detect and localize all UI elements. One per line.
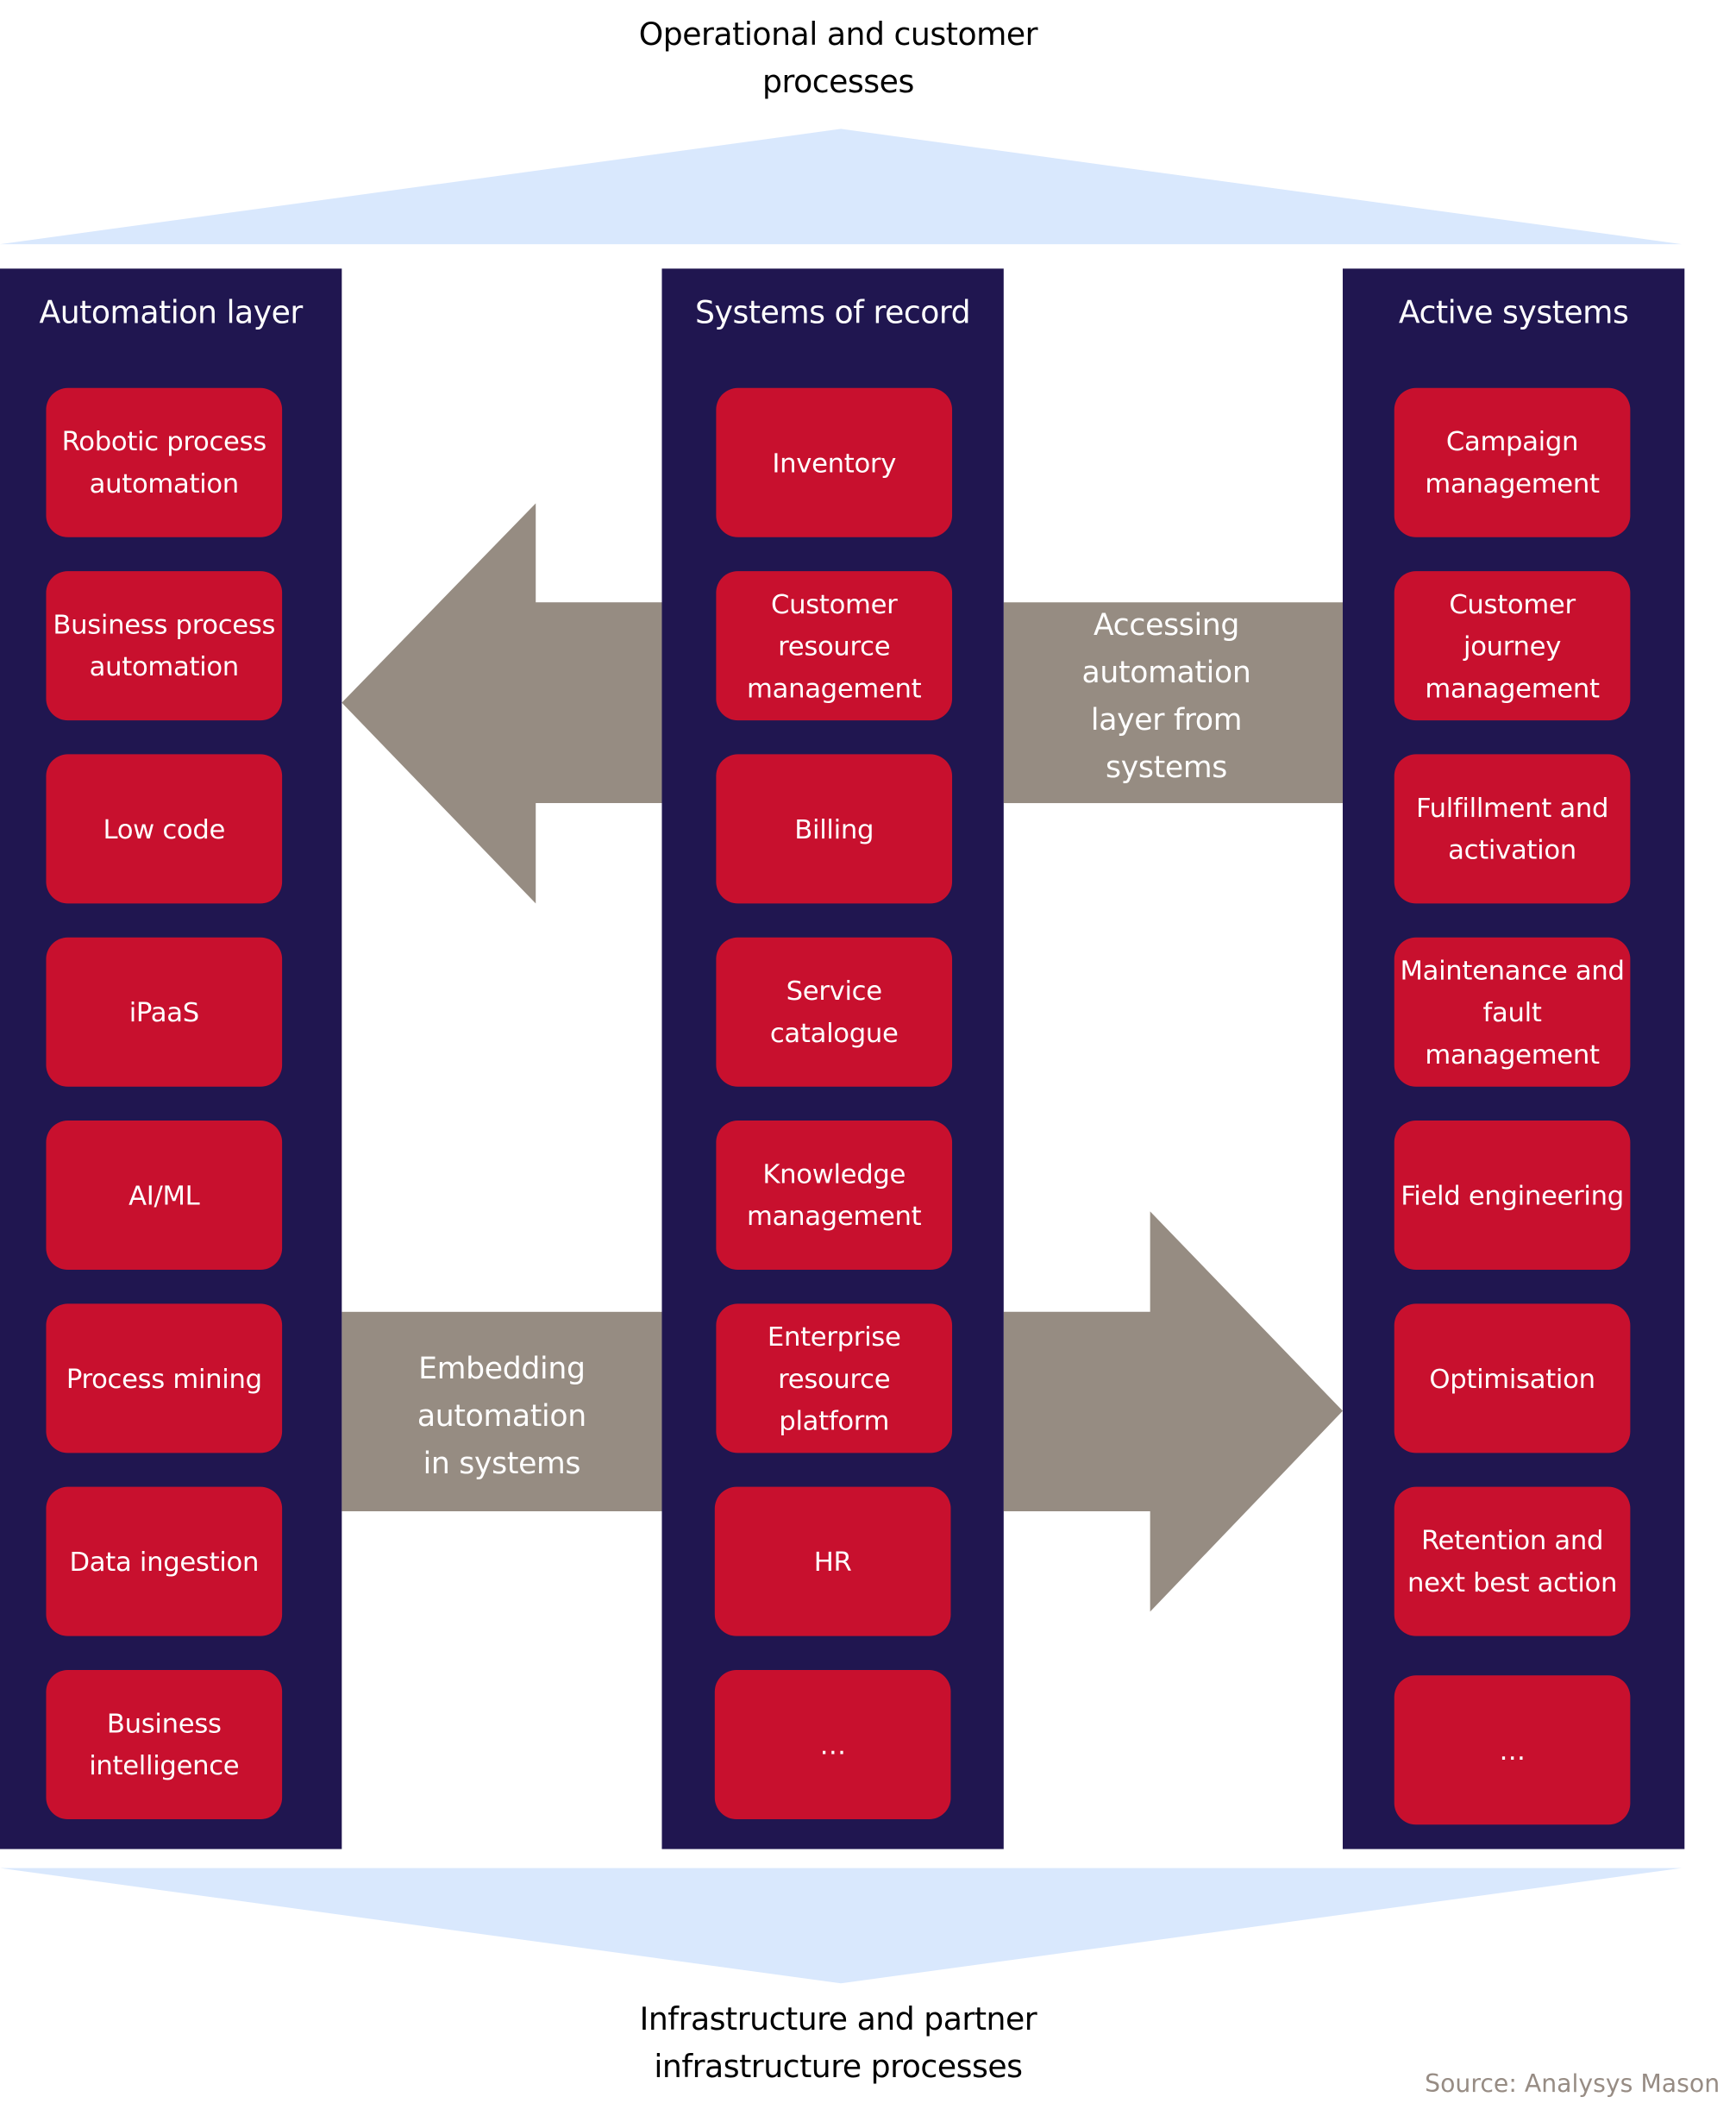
box-process-mining: Process mining <box>46 1303 283 1453</box>
bottom-label-line: Infrastructure and partner <box>639 2002 1037 2038</box>
top-label-line: processes <box>761 65 914 101</box>
column-title: Systems of record <box>695 295 971 331</box>
arrow-right-head <box>1003 1211 1343 1612</box>
box-service-catalogue: Service catalogue <box>716 937 953 1087</box>
box-retention-and-next-best-action: Retention and next best action <box>1394 1486 1631 1636</box>
box-field-engineering: Field engineering <box>1394 1121 1631 1271</box>
box-ipaas: iPaaS <box>46 937 283 1087</box>
arrow-label-line: layer from <box>1090 704 1243 738</box>
box-fulfillment-and-activation: Fulfillment and activation <box>1394 754 1631 904</box>
box-maintenance-and-fault-management: Maintenance and fault management <box>1394 937 1631 1087</box>
arrow-left-head <box>342 503 662 904</box>
source-note: Source: Analysys Mason <box>1425 2069 1720 2099</box>
arrow-right-shaft <box>342 1311 662 1511</box>
arrow-label-line: automation <box>1081 656 1251 691</box>
box-data-ingestion: Data ingestion <box>46 1486 283 1636</box>
column-title: Active systems <box>1398 295 1629 331</box>
box-business-process-automation: Business process automation <box>46 571 283 721</box>
box-enterprise-resource-platform: Enterprise resource platform <box>716 1303 953 1453</box>
box-business-intelligence: Business intelligence <box>46 1669 283 1819</box>
arrow-label-line: Embedding <box>418 1352 586 1387</box>
box-knowledge-management: Knowledge management <box>716 1121 953 1271</box>
box-campaign-management: Campaign management <box>1394 387 1631 537</box>
arrow-label-accessing: Accessing automation layer from systems <box>1004 602 1329 792</box>
box-more: … <box>1394 1675 1631 1825</box>
box-customer-resource-management: Customer resource management <box>716 571 953 721</box>
arrow-left-shaft <box>1003 602 1343 804</box>
box-customer-journey-management: Customer journey management <box>1394 571 1631 721</box>
arrow-label-embedding: Embedding automation in systems <box>342 1346 661 1488</box>
arrow-label-line: automation <box>417 1400 586 1435</box>
arrow-label-line: in systems <box>423 1447 581 1482</box>
top-label-line: Operational and customer <box>638 17 1038 53</box>
column-title: Automation layer <box>39 295 303 331</box>
box-ai-ml: AI/ML <box>46 1121 283 1271</box>
box-billing: Billing <box>716 754 953 904</box>
bottom-label-line: infrastructure processes <box>654 2050 1023 2086</box>
top-label: Operational and customer processes <box>567 12 1109 107</box>
box-robotic-process-automation: Robotic process automation <box>46 387 283 537</box>
box-inventory: Inventory <box>716 387 953 537</box>
bottom-label: Infrastructure and partner infrastructur… <box>567 1997 1109 2092</box>
arrow-label-line: Accessing <box>1093 609 1240 644</box>
box-more: … <box>714 1669 951 1819</box>
box-hr: HR <box>714 1486 951 1636</box>
box-low-code: Low code <box>46 754 283 904</box>
top-band-triangle <box>0 129 1683 245</box>
bottom-band-triangle <box>0 1868 1683 1984</box>
box-optimisation: Optimisation <box>1394 1303 1631 1453</box>
arrow-label-line: systems <box>1106 751 1227 786</box>
